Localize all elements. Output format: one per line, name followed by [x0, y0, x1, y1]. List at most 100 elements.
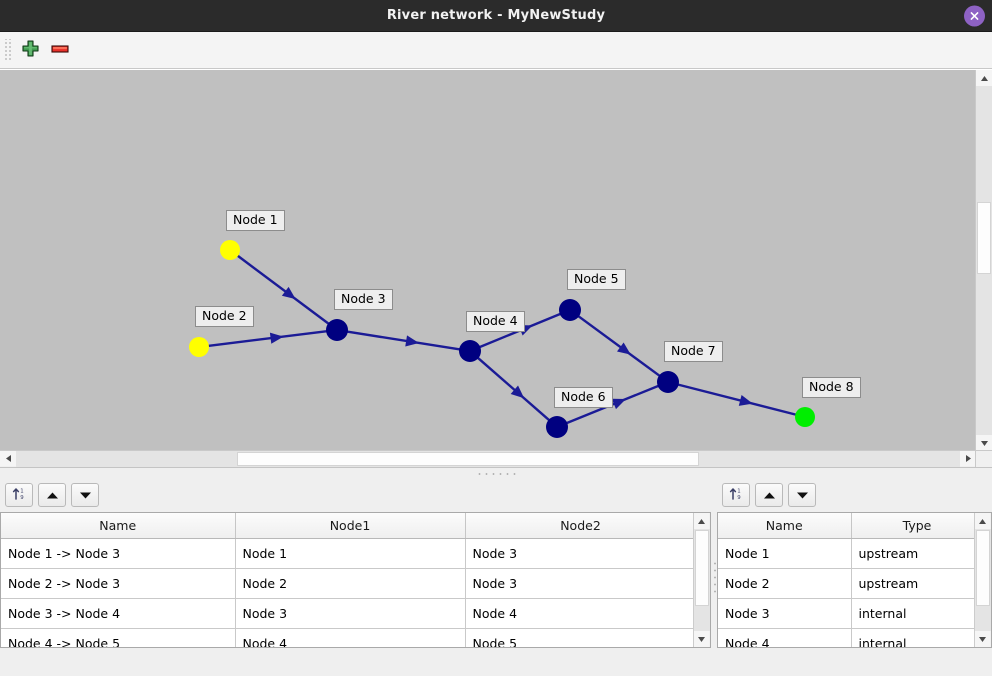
table-cell[interactable]: Node 4 -> Node 5 — [1, 628, 236, 647]
graph-node-node-2[interactable] — [189, 337, 209, 357]
graph-hscroll-thumb[interactable] — [237, 452, 699, 466]
table-cell[interactable]: internal — [851, 598, 975, 629]
graph-node-label-node-6[interactable]: Node 6 — [554, 387, 613, 408]
column-header-name[interactable]: Name — [1, 513, 236, 539]
graph-node-node-5[interactable] — [559, 299, 581, 321]
graph-node-label-node-1[interactable]: Node 1 — [226, 210, 285, 231]
graph-scroll-left-button[interactable] — [0, 451, 16, 466]
branches-sort-button[interactable]: 1 9 — [5, 483, 33, 507]
network-graph-canvas[interactable]: Node 1 Node 2 Node 3 Node 4 Node 5 Node 6 Node… — [0, 69, 992, 467]
add-node-button[interactable] — [15, 36, 45, 64]
table-cell[interactable]: Node 3 — [465, 538, 694, 569]
toolbar-grip[interactable] — [4, 39, 11, 61]
graph-node-label-node-4[interactable]: Node 4 — [466, 311, 525, 332]
table-cell[interactable]: Node 5 — [465, 628, 694, 647]
table-cell[interactable]: Node 2 -> Node 3 — [1, 568, 236, 599]
graph-node-node-1[interactable] — [220, 240, 240, 260]
table-cell[interactable]: Node 4 — [718, 628, 852, 647]
nodes-sort-button[interactable]: 1 9 — [722, 483, 750, 507]
table-cell[interactable]: Node 1 — [235, 538, 466, 569]
nodes-move-down-button[interactable] — [788, 483, 816, 507]
table-cell[interactable]: Node 3 — [718, 598, 852, 629]
table-cell[interactable]: Node 3 — [235, 598, 466, 629]
column-header-type[interactable]: Type — [851, 513, 975, 539]
svg-text:9: 9 — [737, 495, 741, 501]
nodes-scroll-up-button[interactable] — [975, 513, 990, 529]
graph-edge[interactable] — [207, 330, 328, 348]
column-header-name[interactable]: Name — [718, 513, 852, 539]
branches-move-down-button[interactable] — [71, 483, 99, 507]
branches-vertical-scrollbar[interactable] — [693, 513, 710, 647]
branches-scroll-down-button[interactable] — [694, 631, 709, 647]
graph-node-label-node-3[interactable]: Node 3 — [334, 289, 393, 310]
vertical-splitter[interactable] — [711, 478, 717, 676]
branches-vscroll-thumb[interactable] — [695, 530, 709, 606]
nodes-vscroll-thumb[interactable] — [976, 530, 990, 606]
graph-scroll-right-button[interactable] — [960, 451, 976, 466]
table-cell[interactable]: Node 2 — [235, 568, 466, 599]
graph-node-label-node-8[interactable]: Node 8 — [802, 377, 861, 398]
network-graph-svg — [189, 240, 815, 438]
graph-edge[interactable] — [677, 383, 797, 416]
graph-edge[interactable] — [577, 314, 661, 378]
branches-move-up-button[interactable] — [38, 483, 66, 507]
nodes-scroll-down-button[interactable] — [975, 631, 990, 647]
graph-horizontal-scrollbar[interactable] — [0, 450, 976, 467]
branches-scroll-up-button[interactable] — [694, 513, 709, 529]
graph-edge[interactable] — [346, 330, 461, 351]
horizontal-splitter[interactable] — [0, 467, 992, 478]
remove-node-button[interactable] — [45, 36, 75, 64]
graph-node-node-6[interactable] — [546, 416, 568, 438]
table-cell[interactable]: Node 4 — [235, 628, 466, 647]
graph-scroll-corner — [975, 450, 992, 467]
sort-ascending-icon: 1 9 — [729, 486, 744, 504]
graph-node-node-7[interactable] — [657, 371, 679, 393]
graph-node-label-node-2[interactable]: Node 2 — [195, 306, 254, 327]
nodes-vertical-scrollbar[interactable] — [974, 513, 991, 647]
graph-scroll-up-button[interactable] — [976, 70, 992, 86]
table-cell[interactable]: Node 3 -> Node 4 — [1, 598, 236, 629]
graph-node-node-3[interactable] — [326, 319, 348, 341]
nodes-toolbar: 1 9 — [717, 478, 992, 512]
column-header-node1[interactable]: Node1 — [235, 513, 466, 539]
graph-edge-arrow-icon — [738, 395, 753, 406]
table-cell[interactable]: Node 3 — [465, 568, 694, 599]
graph-vscroll-thumb[interactable] — [977, 202, 991, 274]
arrow-up-icon — [46, 488, 59, 503]
table-cell[interactable]: upstream — [851, 568, 975, 599]
graph-node-node-4[interactable] — [459, 340, 481, 362]
table-cell[interactable]: Node 4 — [465, 598, 694, 629]
nodes-move-up-button[interactable] — [755, 483, 783, 507]
close-icon[interactable] — [964, 5, 985, 26]
table-cell[interactable]: Node 1 -> Node 3 — [1, 538, 236, 569]
graph-node-label-node-5[interactable]: Node 5 — [567, 269, 626, 290]
table-cell[interactable]: Node 2 — [718, 568, 852, 599]
column-header-node2[interactable]: Node2 — [465, 513, 694, 539]
sort-ascending-icon: 1 9 — [12, 486, 27, 504]
graph-node-label-node-7[interactable]: Node 7 — [664, 341, 723, 362]
table-cell[interactable]: upstream — [851, 538, 975, 569]
svg-text:1: 1 — [737, 488, 740, 494]
graph-node-node-8[interactable] — [795, 407, 815, 427]
graph-edge[interactable] — [236, 254, 330, 325]
graph-edge-arrow-icon — [616, 342, 631, 355]
graph-vertical-scrollbar[interactable] — [975, 70, 992, 451]
graph-edge[interactable] — [476, 356, 551, 422]
table-cell[interactable]: Node 1 — [718, 538, 852, 569]
graph-scroll-down-button[interactable] — [976, 435, 992, 451]
table-cell[interactable]: internal — [851, 628, 975, 647]
